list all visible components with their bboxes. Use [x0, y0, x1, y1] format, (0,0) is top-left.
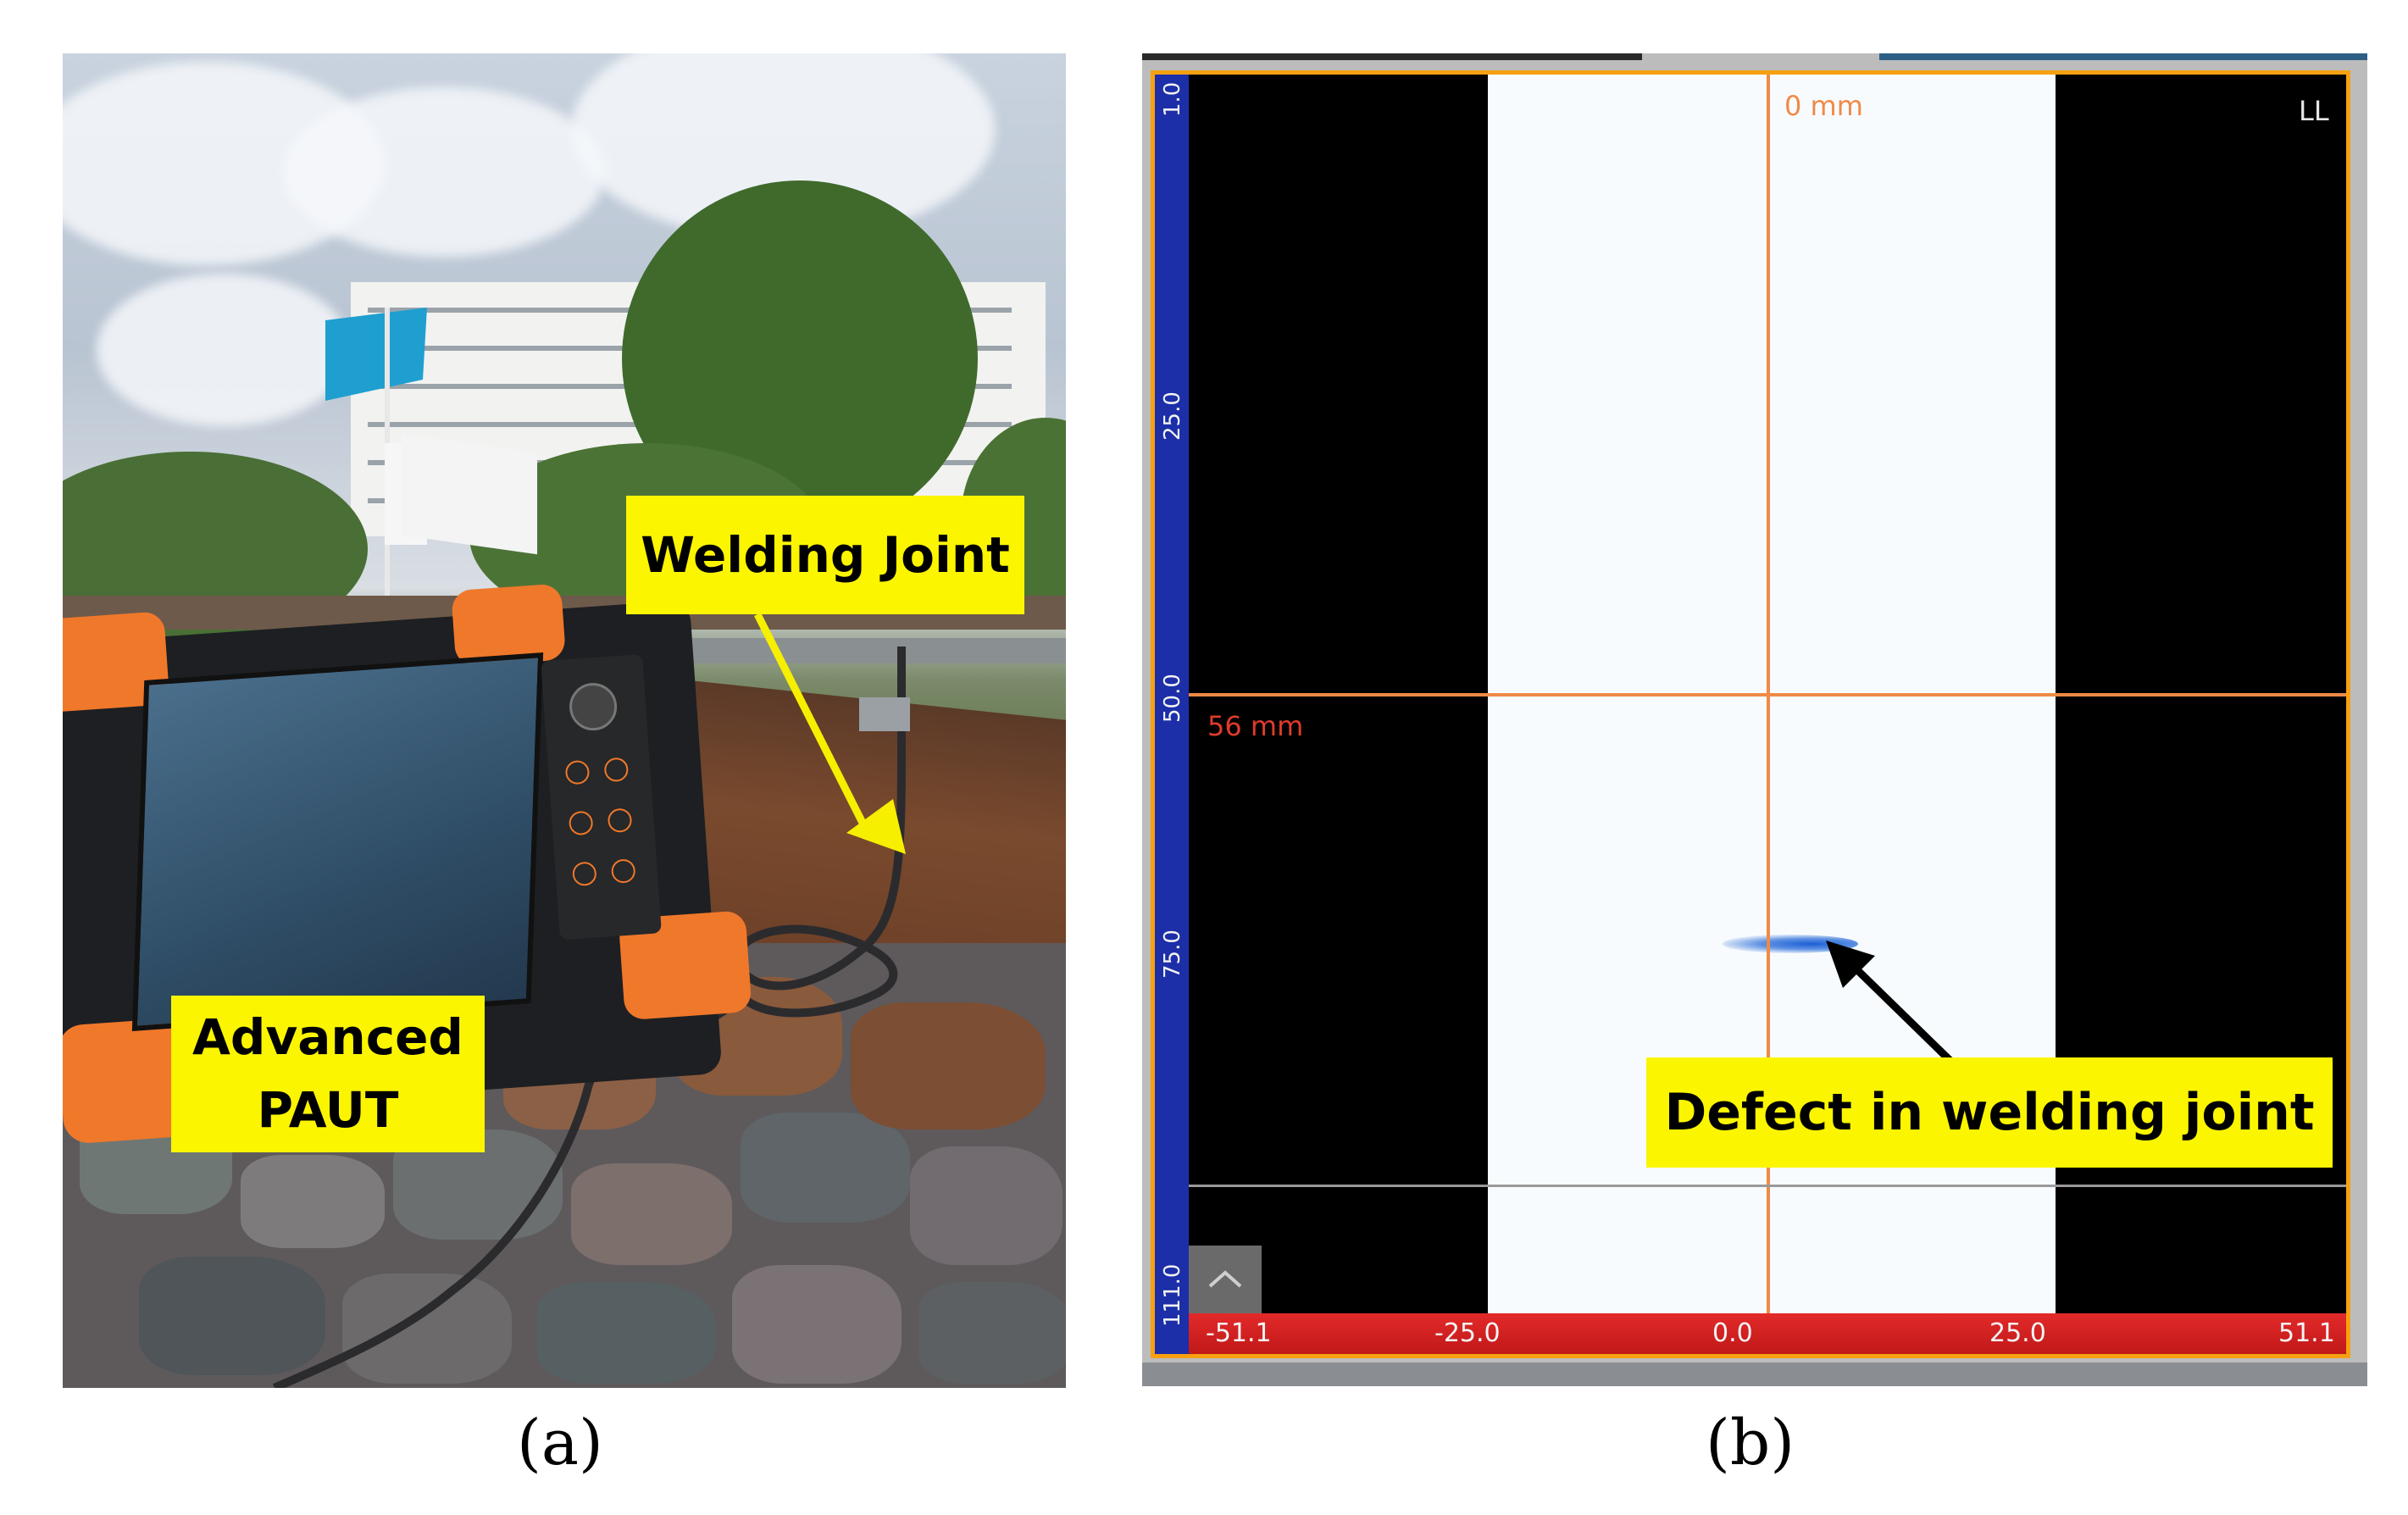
cloud — [283, 87, 605, 257]
position-tick-label: 0.0 — [1712, 1318, 1753, 1348]
rock — [910, 1146, 1063, 1265]
vertical-position-cursor[interactable] — [1767, 75, 1770, 1313]
paut-label-line1: Advanced — [192, 1008, 463, 1066]
defect-label: Defect in welding joint — [1664, 1083, 2315, 1142]
rock — [537, 1282, 715, 1384]
welding-joint-label: Welding Joint — [641, 526, 1010, 584]
rock — [139, 1257, 325, 1375]
paut-label-line2: PAUT — [257, 1081, 399, 1139]
rock — [732, 1265, 902, 1384]
home-button[interactable] — [1189, 1246, 1262, 1313]
reference-line — [1189, 1185, 2346, 1187]
home-icon — [1208, 1270, 1242, 1288]
rock — [851, 1002, 1046, 1129]
depth-ruler: 1.0 25.0 50.0 75.0 111.0 — [1155, 75, 1189, 1354]
rock — [918, 1282, 1066, 1384]
probe-cable — [272, 647, 910, 1388]
caption-a: (a) — [517, 1407, 603, 1479]
corner-label: LL — [2299, 95, 2329, 127]
defect-callout: Defect in welding joint — [1646, 1057, 2333, 1168]
defect-arrow — [1826, 941, 1955, 1065]
top-toolbar-strip — [1879, 53, 2367, 60]
position-tick-label: 51.1 — [2278, 1318, 2335, 1348]
rock — [571, 1163, 732, 1265]
welding-joint-arrow — [753, 612, 906, 854]
rock — [342, 1274, 512, 1384]
photo-panel: Welding Joint Advanced PAUT — [63, 53, 1066, 1388]
bottom-status-bar — [1142, 1362, 2367, 1386]
scan-panel: 1.0 25.0 50.0 75.0 111.0 0 mm 56 mm LL -… — [1142, 53, 2367, 1386]
position-tick-label: -25.0 — [1434, 1318, 1501, 1348]
top-cursor-label: 0 mm — [1784, 90, 1863, 122]
caption-b: (b) — [1706, 1407, 1795, 1479]
paut-callout: Advanced PAUT — [171, 996, 485, 1152]
position-tick-label: 25.0 — [1989, 1318, 2046, 1348]
rock — [241, 1155, 385, 1248]
welding-joint-callout: Welding Joint — [626, 496, 1024, 614]
position-ruler: -51.1 -25.0 0.0 25.0 51.1 — [1189, 1313, 2346, 1354]
depth-cursor-label: 56 mm — [1207, 710, 1304, 742]
defect-indication — [1723, 935, 1858, 953]
scan-view[interactable]: 1.0 25.0 50.0 75.0 111.0 0 mm 56 mm LL -… — [1151, 70, 2350, 1358]
rock — [741, 1113, 910, 1223]
top-toolbar-strip — [1142, 53, 1642, 60]
position-tick-label: -51.1 — [1206, 1318, 1272, 1348]
cloud — [97, 274, 351, 426]
